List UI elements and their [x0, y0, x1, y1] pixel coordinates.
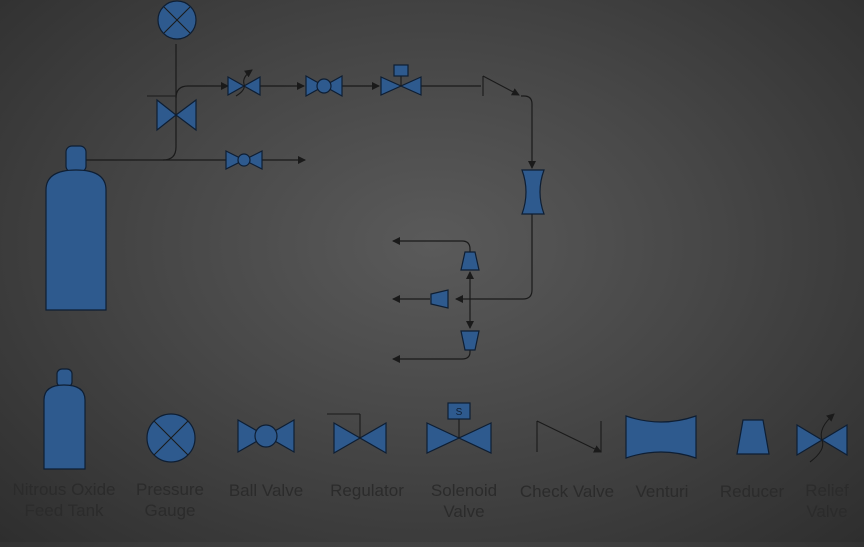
- pipe-upper-branch: [175, 82, 229, 99]
- relief-valve-icon: [227, 69, 261, 97]
- reducer-icon: [460, 251, 480, 271]
- legend-gauge-icon: [146, 413, 196, 463]
- reducer-icon: [430, 289, 449, 309]
- reducer-icon: [460, 330, 480, 351]
- ball-valve-icon: [225, 150, 263, 170]
- legend-label-solenoid: Solenoid Valve: [430, 481, 498, 521]
- pipe-venturi-return: [455, 214, 533, 303]
- legend-regulator-icon: [327, 413, 387, 455]
- legend-label-tank: Nitrous Oxide Feed Tank: [12, 480, 116, 520]
- solenoid-valve-icon: [380, 64, 422, 96]
- legend-label-gauge: Pressure Gauge: [135, 480, 205, 520]
- legend-label-reducer: Reducer: [719, 482, 785, 501]
- legend-venturi-icon: [625, 415, 697, 459]
- nitrous-tank-icon: [45, 145, 107, 311]
- legend-label-regulator: Regulator: [330, 481, 404, 500]
- legend-label-relief: Relief Valve: [805, 481, 849, 521]
- ball-valve-icon: [305, 74, 343, 98]
- pipe-out-bottom: [392, 350, 471, 363]
- pressure-gauge-icon: [157, 0, 197, 40]
- check-valve-icon: [482, 75, 520, 96]
- legend-tank-icon: [43, 368, 86, 470]
- pipe-check-down: [521, 95, 536, 169]
- solenoid-letter: S: [456, 407, 463, 418]
- legend-relief-icon: [796, 413, 848, 463]
- pipe-riser: [162, 44, 177, 161]
- regulator-icon: [147, 95, 197, 132]
- legend-ball-valve-icon: [237, 418, 295, 454]
- legend-solenoid-icon: S: [426, 402, 492, 454]
- legend-label-venturi: Venturi: [635, 482, 689, 501]
- piping: [86, 44, 536, 363]
- venturi-icon: [521, 169, 545, 215]
- pipe-out-top: [392, 237, 471, 252]
- legend-check-valve-icon: [536, 420, 602, 453]
- legend-label-check-valve: Check Valve: [519, 482, 615, 501]
- legend-reducer-icon: [736, 419, 770, 455]
- legend-label-ball-valve: Ball Valve: [228, 481, 304, 500]
